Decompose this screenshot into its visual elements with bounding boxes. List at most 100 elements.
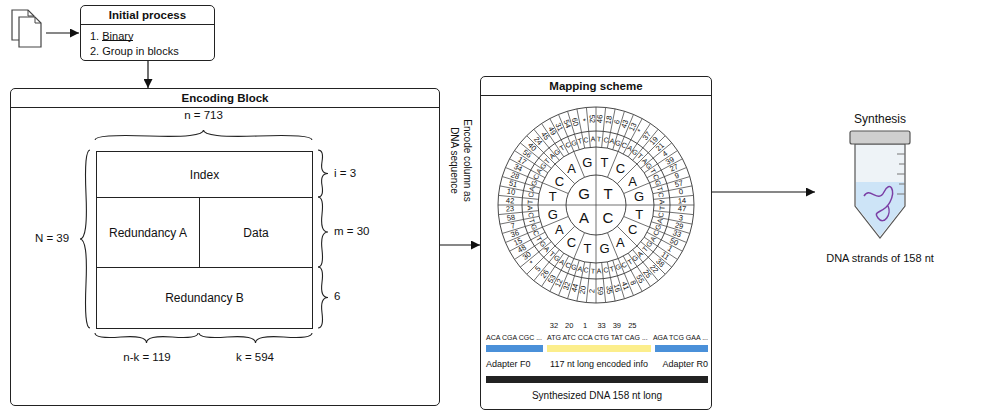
wheel-divider xyxy=(613,261,625,299)
codon-number: 4 xyxy=(661,150,669,159)
cell-label: Index xyxy=(190,168,219,182)
codon-number: 36 xyxy=(510,229,520,239)
sequence-text: ATG ATC CCA CTG TAT CAG ... xyxy=(547,334,648,341)
codon-number: 8 xyxy=(628,279,637,286)
base-letter: T xyxy=(609,265,615,273)
payload-bar xyxy=(547,345,651,352)
base-letter: A xyxy=(609,137,615,145)
codon-number: 54 xyxy=(562,119,572,129)
base-letter: A xyxy=(636,250,644,258)
codon-number: 37 xyxy=(642,130,653,141)
wheel-divider xyxy=(502,222,540,234)
brace xyxy=(318,150,328,197)
wheel-divider xyxy=(498,205,596,206)
base-letter: G xyxy=(645,161,654,170)
codon-number: 24 xyxy=(533,136,544,147)
codon-number: 47 xyxy=(678,205,687,213)
base-letter: C xyxy=(616,162,625,175)
base-letter: G xyxy=(578,186,590,201)
wheel-divider xyxy=(628,253,650,286)
base-letter: T xyxy=(635,207,643,220)
process-box: Initial process 1. Binary2. Group in bloc… xyxy=(80,5,215,61)
base-letter: T xyxy=(601,155,609,168)
base-letter: G xyxy=(614,263,621,271)
base-letter: A xyxy=(579,210,589,225)
codon-number: 12 xyxy=(554,277,564,288)
codon-number: 50 xyxy=(668,237,679,247)
wheel-divider xyxy=(647,159,682,178)
underline xyxy=(102,40,133,41)
box-title: Mapping scheme xyxy=(481,77,711,96)
codon-wheel xyxy=(498,107,694,303)
base-letter: G xyxy=(570,263,577,271)
codon-number: 33 xyxy=(672,229,682,239)
base-letter: A xyxy=(558,257,566,265)
step-text: 2. Group in blocks xyxy=(81,44,214,59)
codon-number: 15 xyxy=(513,237,524,247)
wheel-divider xyxy=(654,211,694,215)
codon-number: 52 xyxy=(588,115,596,124)
base-letter: T xyxy=(577,137,583,145)
wheel-divider xyxy=(577,262,585,301)
codon-number: 45 xyxy=(539,130,550,141)
base-letter: A xyxy=(567,162,576,175)
base-letter: A xyxy=(555,223,564,236)
codon-number: 3 xyxy=(678,214,683,222)
base-letter: A xyxy=(616,235,625,248)
codon-number: 29 xyxy=(674,221,684,230)
codon-number: 34 xyxy=(513,163,524,173)
box-title: Initial process xyxy=(81,6,214,25)
brace xyxy=(199,333,312,343)
matrix-cell: Redundancy A xyxy=(96,197,200,268)
base-letter: C xyxy=(620,141,628,149)
codon-number: 48 xyxy=(517,244,528,255)
box-title: Encoding Block xyxy=(11,89,439,108)
base-letter: A xyxy=(590,135,595,142)
flow-arrow xyxy=(712,191,815,192)
codon-number: 60 xyxy=(570,117,579,127)
segment-label: 117 nt long encoded info xyxy=(550,360,648,369)
codon-number: 40 xyxy=(527,142,538,153)
codon-number: 20 xyxy=(565,322,573,330)
wheel-divider xyxy=(502,177,540,189)
wheel-divider xyxy=(542,124,564,157)
codon-number: * xyxy=(636,128,644,134)
base-letter: A xyxy=(597,267,602,274)
strand-label: Synthesized DNA 158 nt long xyxy=(532,391,662,401)
base-letter: T xyxy=(656,186,664,192)
base-letter: A xyxy=(628,174,637,187)
base-letter: G xyxy=(530,223,538,230)
codon-number: 42 xyxy=(506,197,515,205)
wheel-divider xyxy=(653,186,692,194)
wheel-divider xyxy=(602,263,606,303)
base-letter: C xyxy=(628,223,637,236)
codon-number: 25 xyxy=(642,268,653,279)
base-letter: T xyxy=(535,235,543,242)
step-text: 1. Binary xyxy=(81,29,214,44)
wheel-divider xyxy=(498,211,538,215)
codon-number: 1 xyxy=(666,245,673,254)
base-letter: G xyxy=(631,148,640,157)
wheel-ring xyxy=(498,107,694,303)
base-letter: C xyxy=(651,173,659,181)
base-letter: T xyxy=(636,152,644,160)
base-letter: G xyxy=(570,139,577,147)
sequence-text: AGA TCG GAA ... xyxy=(653,334,708,341)
page-fold xyxy=(28,10,34,16)
codon-number: 10 xyxy=(506,188,515,197)
edge-label: Encode column as DNA sequence xyxy=(448,113,473,208)
codon-number: 51 xyxy=(508,179,518,188)
codon-number: 43 xyxy=(620,119,630,129)
codon-number: 20 xyxy=(579,285,588,294)
codon-number: 28 xyxy=(510,171,520,181)
base-letter: C xyxy=(583,136,589,144)
codon-number: 58 xyxy=(506,213,515,222)
base-letter: G xyxy=(539,240,548,249)
base-letter: C xyxy=(657,192,665,198)
base-letter: A xyxy=(656,218,664,224)
base-letter: A xyxy=(528,186,536,192)
page-fold xyxy=(35,17,41,23)
encoding-block: Encoding BlockIndexRedundancy ADataRedun… xyxy=(10,88,440,406)
tube-icon xyxy=(850,131,910,238)
